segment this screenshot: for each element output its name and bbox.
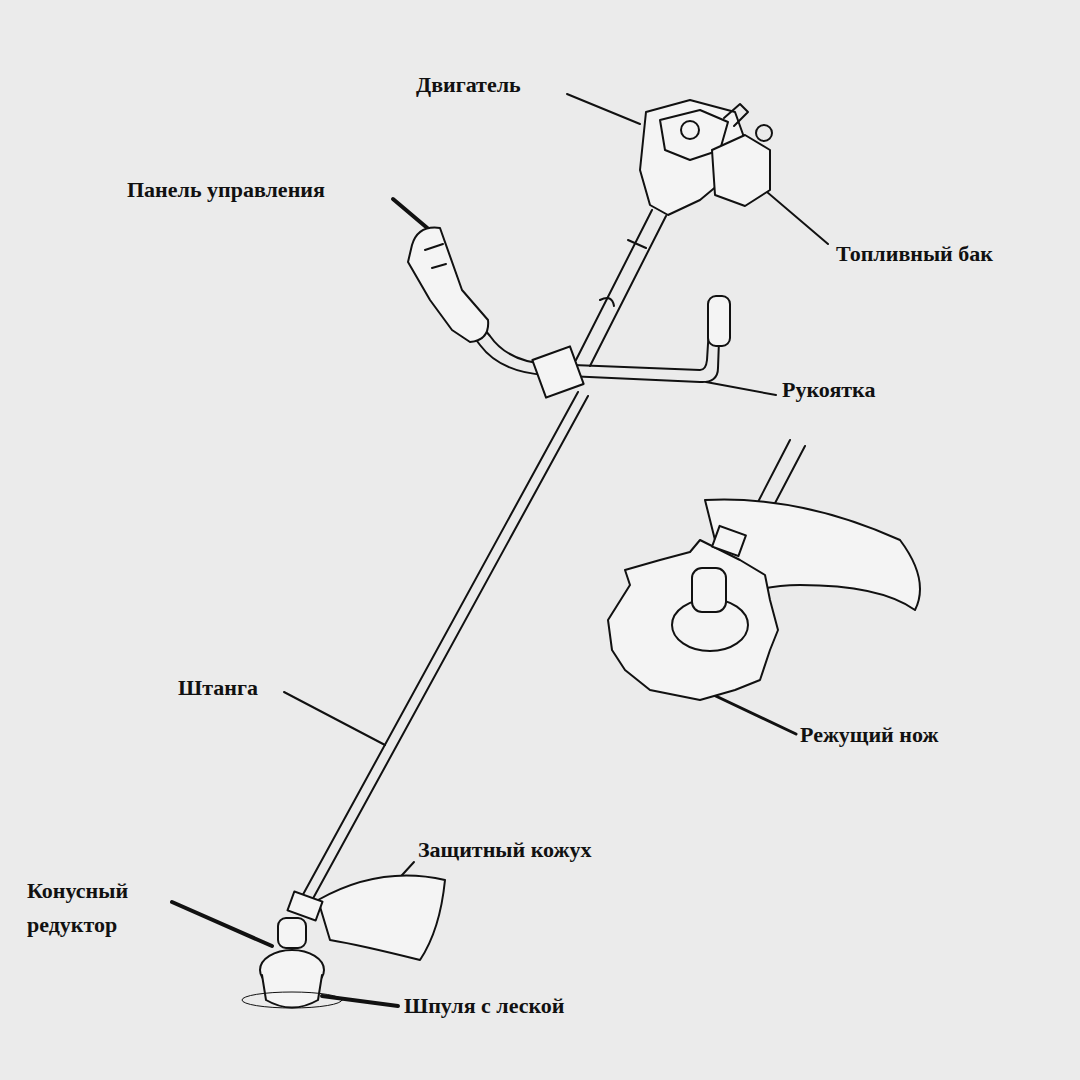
fuel-tank bbox=[712, 135, 770, 206]
leader-line bbox=[284, 692, 385, 745]
engine-detail bbox=[681, 121, 699, 139]
gear-head bbox=[278, 918, 306, 948]
leader-line bbox=[567, 94, 640, 124]
leader-line bbox=[172, 902, 272, 946]
part-label: Штанга bbox=[178, 671, 258, 705]
part-label: Конусный редуктор bbox=[27, 874, 177, 942]
part-label: Защитный кожух bbox=[418, 833, 592, 867]
shaft bbox=[300, 392, 588, 904]
leader-line bbox=[760, 186, 828, 244]
handle-bar bbox=[455, 312, 720, 382]
part-label: Режущий нож bbox=[800, 718, 938, 752]
leader-line bbox=[393, 199, 432, 232]
guard-clamp bbox=[287, 891, 322, 920]
leader-line bbox=[706, 382, 776, 395]
part-label: Топливный бак bbox=[836, 237, 993, 271]
cutting-blade bbox=[608, 540, 778, 700]
upper-shaft bbox=[576, 210, 666, 366]
control-detail bbox=[425, 244, 446, 268]
guard bbox=[318, 876, 445, 961]
fuel-cap bbox=[756, 125, 772, 141]
control-panel bbox=[408, 228, 488, 342]
handle-bar bbox=[465, 306, 710, 370]
inset-clamp bbox=[712, 526, 746, 556]
trimmer-line bbox=[242, 992, 342, 1008]
part-label: Двигатель bbox=[416, 68, 521, 102]
handle-clamp bbox=[532, 346, 583, 397]
right-grip bbox=[708, 296, 730, 346]
part-label: Панель управления bbox=[127, 173, 325, 207]
engine-detail bbox=[724, 104, 748, 126]
shaft-clamp bbox=[600, 240, 646, 306]
spool bbox=[262, 975, 322, 1008]
part-label: Рукоятка bbox=[782, 373, 875, 407]
part-label: Шпуля с леской bbox=[404, 989, 565, 1023]
inset-gear-head bbox=[692, 568, 726, 612]
